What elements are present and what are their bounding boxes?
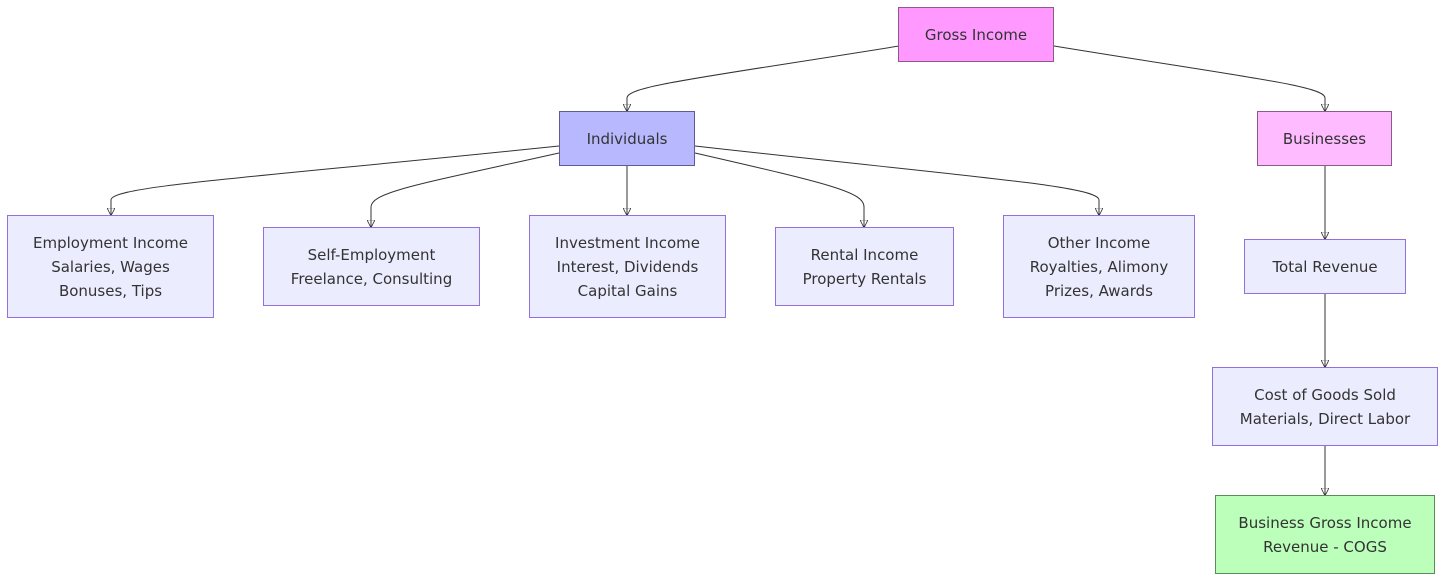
- node-text-line: Total Revenue: [1272, 257, 1378, 276]
- node-text-line: Individuals: [586, 129, 668, 148]
- edge-gross-to-individuals: [627, 45, 900, 111]
- node-text-line: Gross Income: [924, 25, 1028, 44]
- node-text-line: Revenue - COGS: [1263, 537, 1387, 556]
- node-text-line: Bonuses, Tips: [58, 281, 163, 300]
- node-text-line: Employment Income: [32, 233, 189, 252]
- node-text-line: Investment Income: [555, 233, 700, 252]
- node-text-line: Other Income: [1047, 233, 1151, 252]
- edge-gross-to-businesses: [1053, 45, 1325, 111]
- node-text-line: Cost of Goods Sold: [1254, 385, 1396, 404]
- node-text-line: Interest, Dividends: [556, 257, 699, 276]
- node-text-line: Prizes, Awards: [1045, 281, 1153, 300]
- node-gross-income: Gross Income: [898, 7, 1054, 62]
- node-total-revenue: Total Revenue: [1244, 239, 1406, 294]
- node-individuals: Individuals: [559, 111, 695, 166]
- node-text-line: Materials, Direct Labor: [1239, 409, 1411, 428]
- edge-individuals-to-other: [694, 145, 1099, 215]
- node-text-line: Business Gross Income: [1238, 513, 1412, 532]
- node-text-line: Businesses: [1282, 129, 1367, 148]
- edge-individuals-to-rental: [694, 152, 864, 227]
- node-text-line: Salaries, Wages: [51, 257, 170, 276]
- node-text-line: Freelance, Consulting: [290, 269, 453, 288]
- node-text-line: Self-Employment: [307, 245, 436, 264]
- node-text-line: Royalties, Alimony: [1029, 257, 1169, 276]
- node-businesses: Businesses: [1257, 111, 1392, 166]
- node-text-line: Property Rentals: [802, 269, 927, 288]
- node-text-line: Rental Income: [810, 245, 919, 264]
- edge-individuals-to-employment: [111, 145, 560, 215]
- node-text-line: Capital Gains: [577, 281, 678, 300]
- edge-individuals-to-self-employment: [371, 152, 560, 227]
